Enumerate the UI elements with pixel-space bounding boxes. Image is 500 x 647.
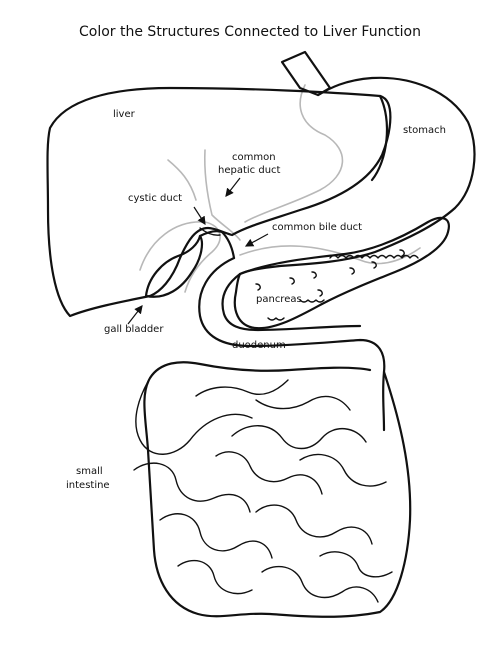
- intestine-loop-2: [195, 379, 289, 397]
- label-pancreas: pancreas: [256, 294, 302, 305]
- arrow-common-hepatic: [225, 177, 241, 197]
- stomach-outline: [238, 76, 476, 276]
- esophagus: [280, 50, 332, 97]
- pancreas-outline: [233, 216, 450, 330]
- intestine-loop-8: [159, 513, 273, 559]
- esophagus-ghost: [244, 84, 344, 223]
- small-intestine: [133, 361, 412, 618]
- label-common-hepatic-1: common: [232, 152, 276, 163]
- intestine-loop-3: [255, 395, 351, 411]
- intestine-loop-7: [299, 453, 387, 487]
- intestine-loop-9: [255, 504, 373, 545]
- hepatic-duct-ghost: [167, 149, 241, 241]
- intestine-loop-10: [177, 559, 253, 595]
- liver-outline: [46, 86, 392, 318]
- stomach-inner-curve: [370, 94, 389, 182]
- label-cystic-duct: cystic duct: [128, 193, 182, 204]
- label-small-intestine-2: intestine: [66, 480, 110, 491]
- intestine-loop-12: [319, 551, 393, 578]
- label-gall-bladder: gall bladder: [104, 324, 164, 335]
- label-small-intestine-1: small: [76, 466, 103, 477]
- arrow-common-bile: [244, 233, 269, 247]
- arrow-gall-bladder: [127, 305, 143, 325]
- duodenum-inner: [221, 272, 362, 332]
- label-common-hepatic-2: hepatic duct: [218, 165, 281, 176]
- pancreas-bumps: [255, 249, 419, 321]
- intestine-loop-1: [135, 377, 253, 455]
- label-common-bile-duct: common bile duct: [272, 222, 362, 233]
- label-stomach: stomach: [403, 125, 446, 136]
- small-intestine-outer: [143, 361, 412, 618]
- intestine-loop-4: [231, 425, 367, 450]
- cystic-duct: [198, 230, 224, 238]
- arrow-cystic-duct: [193, 206, 206, 226]
- label-duodenum: duodenum: [232, 340, 286, 351]
- label-liver: liver: [113, 109, 136, 120]
- intestine-loop-11: [261, 565, 379, 603]
- page-title: Color the Structures Connected to Liver …: [79, 24, 421, 40]
- intestine-loop-5: [133, 462, 251, 513]
- ghost-outlines: [139, 84, 421, 293]
- intestine-loop-6: [215, 451, 323, 495]
- common-bile-duct: [220, 230, 236, 260]
